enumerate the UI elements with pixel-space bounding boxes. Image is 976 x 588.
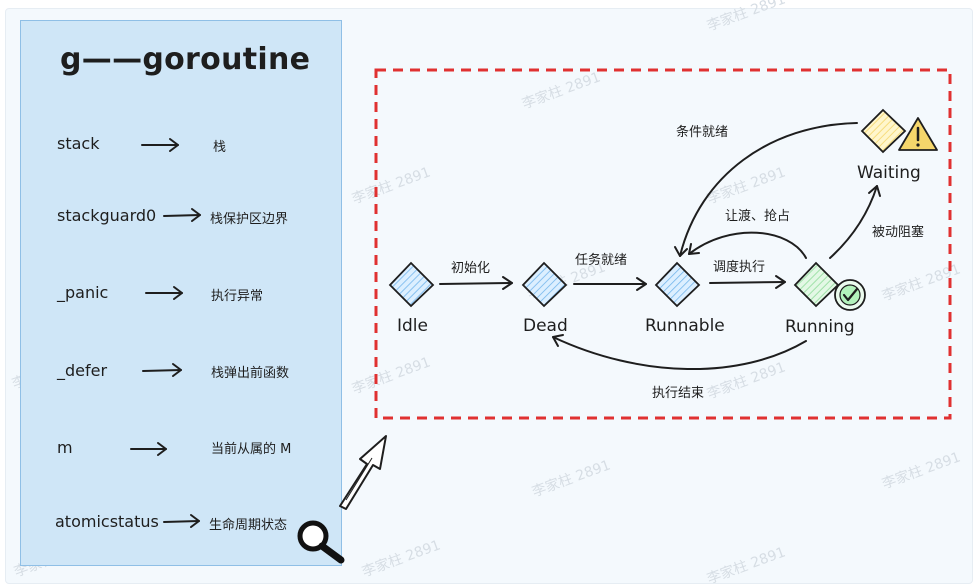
field-arrow: [163, 514, 200, 528]
field-name: _panic: [57, 283, 109, 302]
field-name: _defer: [57, 361, 108, 380]
edge-running-runnable: [688, 231, 807, 259]
edge-label-idle-dead: 初始化: [451, 261, 491, 276]
field-name: stack: [57, 134, 100, 153]
check-circle-icon: [834, 279, 866, 311]
state-node-idle: [388, 261, 435, 308]
field-desc: 栈: [213, 140, 227, 155]
field-arrow: [141, 138, 179, 152]
edge-waiting-runnable: [674, 122, 858, 257]
edge-label-waiting-runnable: 条件就绪: [676, 125, 729, 140]
field-arrow: [145, 286, 183, 300]
field-desc: 生命周期状态: [209, 518, 288, 533]
field-desc: 栈保护区边界: [210, 212, 289, 227]
state-machine-frame: [374, 68, 952, 420]
panel-title: g——goroutine: [60, 42, 311, 77]
state-node-dead: [521, 261, 568, 308]
edge-runnable-running: [709, 275, 786, 289]
state-label-runnable: Runnable: [645, 316, 725, 336]
pointer-arrow-icon: [339, 435, 387, 510]
state-node-runnable: [654, 261, 701, 308]
edge-dead-runnable: [573, 277, 647, 291]
magnifier-icon: [297, 520, 345, 564]
field-desc: 栈弹出前函数: [211, 366, 290, 381]
state-label-dead: Dead: [523, 316, 568, 336]
edge-label-running-runnable: 让渡、抢占: [725, 209, 791, 224]
field-arrow: [130, 442, 167, 456]
field-arrow: [163, 208, 201, 222]
state-label-running: Running: [785, 317, 855, 337]
edge-running-dead: [552, 334, 807, 371]
state-node-waiting: [860, 108, 907, 154]
field-arrow: [142, 363, 182, 377]
edge-running-waiting: [829, 185, 881, 259]
field-name: m: [57, 438, 73, 457]
state-label-waiting: Waiting: [857, 163, 921, 183]
edge-label-running-dead: 执行结束: [652, 386, 705, 401]
field-desc: 当前从属的 M: [211, 442, 292, 457]
field-name: stackguard0: [57, 206, 157, 225]
state-node-running: [793, 261, 840, 308]
warning-icon: [898, 117, 938, 151]
edge-idle-dead: [439, 276, 513, 290]
edge-label-running-waiting: 被动阻塞: [872, 225, 925, 240]
state-label-idle: Idle: [397, 316, 428, 336]
edge-label-runnable-running: 调度执行: [713, 260, 766, 275]
field-desc: 执行异常: [211, 289, 264, 304]
field-name: atomicstatus: [55, 512, 159, 531]
edge-label-dead-runnable: 任务就绪: [575, 253, 628, 268]
